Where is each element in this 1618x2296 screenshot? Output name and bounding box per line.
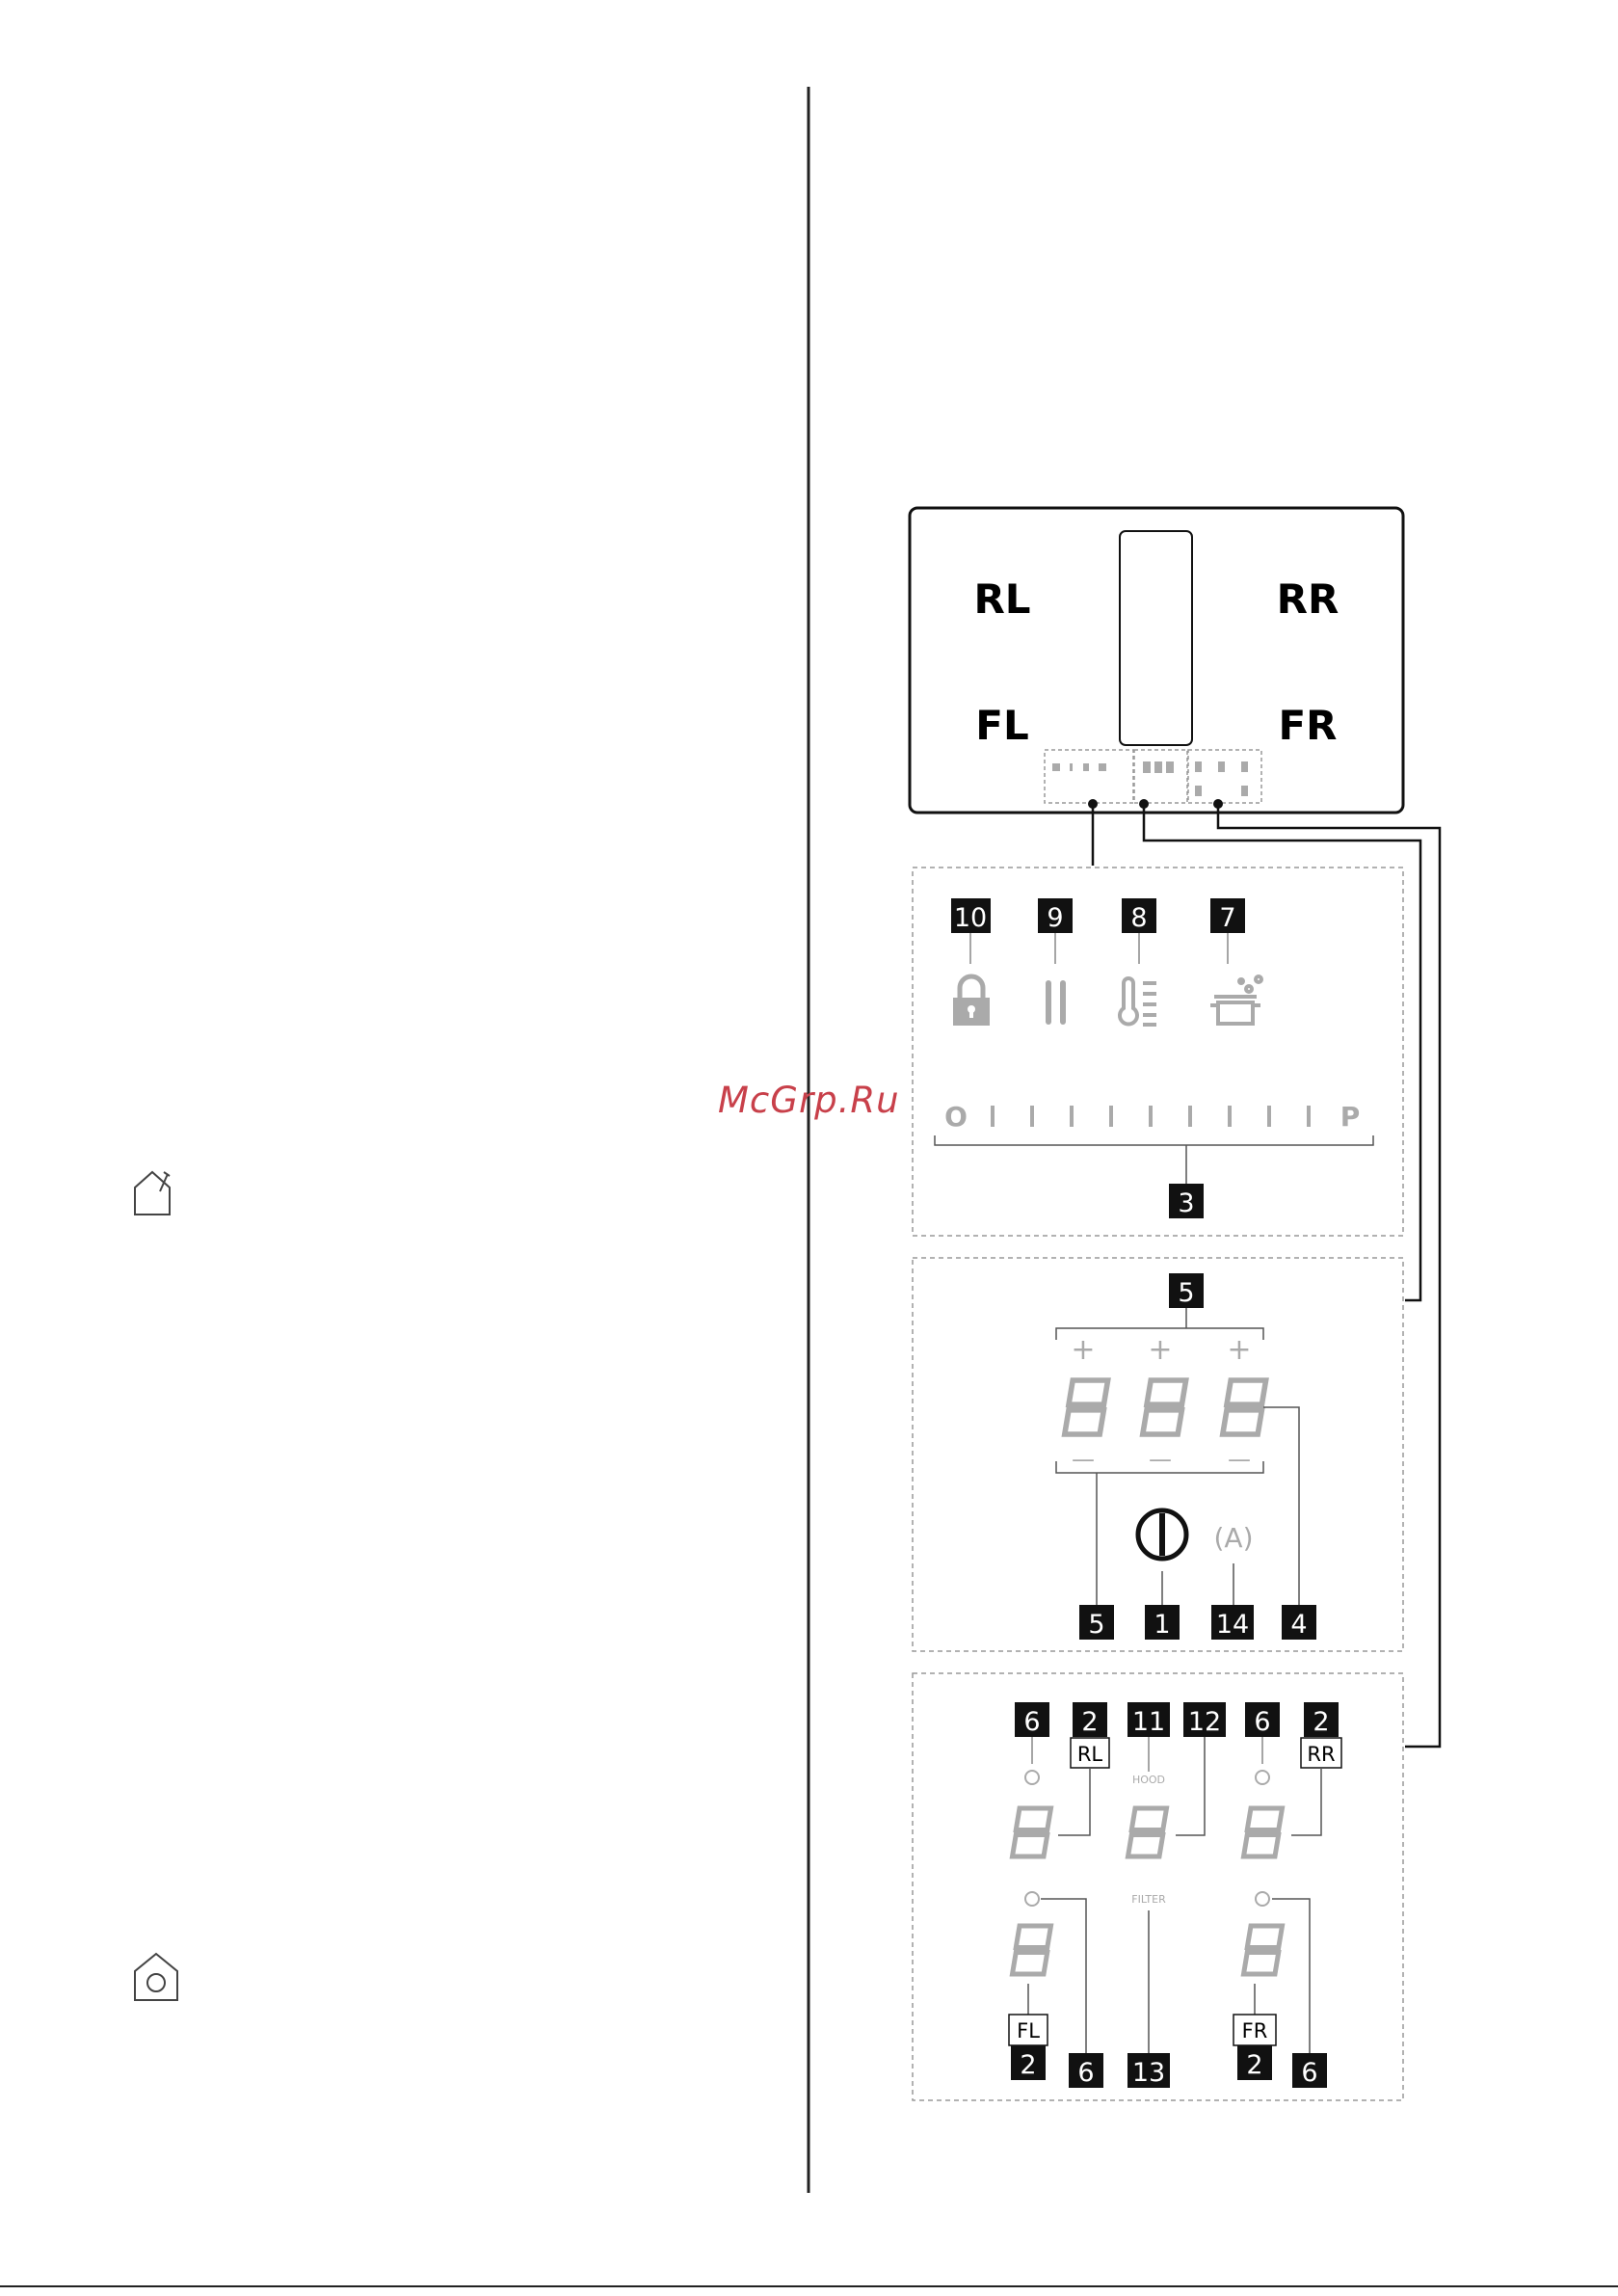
zone-fl: FL	[975, 702, 1028, 749]
digit-fr	[1244, 1926, 1283, 1974]
mini-control-left	[1045, 750, 1133, 803]
label-rl: RL	[1077, 1743, 1103, 1766]
svg-text:6: 6	[1254, 1707, 1270, 1737]
svg-text:6: 6	[1023, 1707, 1040, 1737]
svg-text:2: 2	[1020, 2050, 1036, 2080]
svg-text:2: 2	[1313, 1707, 1329, 1737]
svg-text:13: 13	[1132, 2058, 1165, 2088]
digit-rl	[1013, 1808, 1051, 1856]
power-button-icon[interactable]	[1138, 1510, 1186, 1559]
svg-text:11: 11	[1132, 1707, 1165, 1737]
callout-2-rl: 2	[1073, 1702, 1107, 1737]
svg-text:8: 8	[1130, 903, 1147, 933]
minus-button-3[interactable]: —	[1228, 1446, 1251, 1473]
svg-text:4: 4	[1290, 1610, 1307, 1640]
callout-6-fr: 6	[1292, 2053, 1327, 2088]
callout-6-rl: 6	[1015, 1702, 1049, 1737]
callout-7: 7	[1210, 898, 1245, 933]
callout-5-bottom: 5	[1079, 1605, 1114, 1640]
lock-icon	[953, 976, 990, 1026]
plus-button-2[interactable]: +	[1148, 1333, 1172, 1367]
digit-fl	[1013, 1926, 1051, 1974]
hood-extractor	[1120, 531, 1192, 745]
digit-display-3	[1223, 1380, 1266, 1434]
slider-end-label: P	[1340, 1101, 1361, 1133]
boiling-pot-icon	[1210, 976, 1261, 1024]
svg-text:7: 7	[1219, 903, 1235, 933]
callout-12: 12	[1183, 1702, 1226, 1737]
minus-button-1[interactable]: —	[1072, 1446, 1095, 1473]
svg-text:1: 1	[1154, 1610, 1170, 1640]
callout-11: 11	[1127, 1702, 1170, 1737]
pause-icon	[1046, 980, 1066, 1025]
slider-start-label: O	[944, 1101, 968, 1133]
timer-icon-fr	[1256, 1892, 1269, 1906]
svg-text:2: 2	[1246, 2050, 1262, 2080]
mini-control-center	[1134, 750, 1187, 803]
callout-2-fl: 2	[1011, 2045, 1046, 2080]
callout-14: 14	[1211, 1605, 1254, 1640]
timer-icon-rl	[1025, 1771, 1039, 1784]
callout-13: 13	[1127, 2053, 1170, 2088]
watermark: McGrp.Ru	[718, 1080, 900, 1121]
label-rr: RR	[1307, 1743, 1335, 1766]
callout-1: 1	[1145, 1605, 1180, 1640]
power-slider[interactable]: O P	[944, 1101, 1360, 1133]
plus-button-3[interactable]: +	[1227, 1333, 1251, 1367]
label-filter: FILTER	[1131, 1893, 1166, 1906]
svg-text:3: 3	[1178, 1188, 1194, 1218]
label-fr: FR	[1242, 2019, 1268, 2042]
callout-9: 9	[1038, 898, 1073, 933]
svg-text:10: 10	[954, 903, 987, 933]
svg-text:2: 2	[1081, 1707, 1098, 1737]
thermometer-icon	[1120, 978, 1156, 1025]
svg-text:6: 6	[1301, 2058, 1317, 2088]
zone-fr: FR	[1278, 702, 1337, 749]
house-refresh-icon	[135, 1954, 177, 2000]
digit-hood	[1128, 1808, 1167, 1856]
house-pencil-icon	[135, 1172, 170, 1215]
callout-2-fr: 2	[1237, 2045, 1272, 2080]
svg-text:5: 5	[1178, 1278, 1194, 1308]
label-hood: HOOD	[1132, 1774, 1165, 1786]
zone-rr: RR	[1277, 575, 1339, 623]
auto-mode-icon[interactable]: (A)	[1213, 1522, 1253, 1554]
svg-text:6: 6	[1077, 2058, 1094, 2088]
svg-text:9: 9	[1047, 903, 1063, 933]
callout-4: 4	[1282, 1605, 1316, 1640]
plus-button-1[interactable]: +	[1071, 1333, 1095, 1367]
callout-6-fl: 6	[1069, 2053, 1103, 2088]
digit-rr	[1244, 1808, 1283, 1856]
callout-3: 3	[1169, 1184, 1204, 1218]
callout-6-rr: 6	[1245, 1702, 1280, 1737]
label-fl: FL	[1017, 2019, 1040, 2042]
callout-2-rr: 2	[1304, 1702, 1339, 1737]
timer-icon-rr	[1256, 1771, 1269, 1784]
callout-8: 8	[1122, 898, 1156, 933]
minus-button-2[interactable]: —	[1149, 1446, 1172, 1473]
callout-5-top: 5	[1169, 1273, 1204, 1308]
svg-text:14: 14	[1216, 1610, 1249, 1640]
callout-10: 10	[951, 898, 991, 933]
zone-rl: RL	[973, 575, 1030, 623]
timer-icon-fl	[1025, 1892, 1039, 1906]
digit-display-2	[1143, 1380, 1186, 1434]
svg-text:5: 5	[1088, 1610, 1104, 1640]
digit-display-1	[1065, 1380, 1108, 1434]
svg-text:12: 12	[1188, 1707, 1221, 1737]
